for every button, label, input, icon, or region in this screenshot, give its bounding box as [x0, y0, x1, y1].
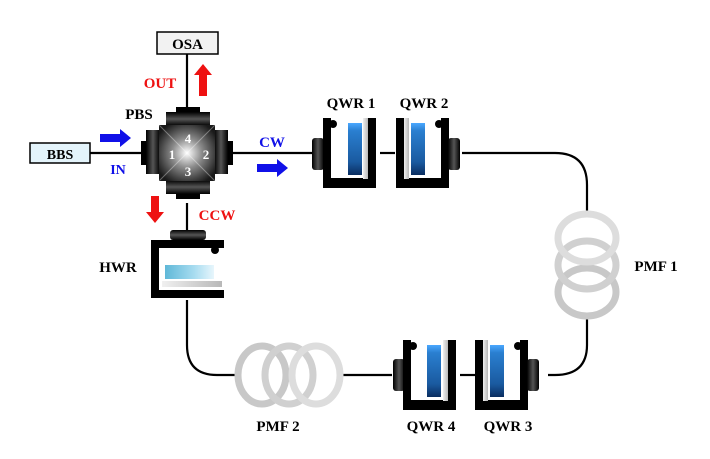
pmf1-label: PMF 1: [634, 259, 677, 275]
qwr1-waveplate: [312, 118, 376, 188]
in-arrow-icon: [100, 129, 131, 147]
bbs-box: BBS: [29, 142, 91, 164]
out-label: OUT: [144, 76, 177, 92]
cw-label: CW: [259, 135, 285, 151]
qwr3-label: QWR 3: [484, 419, 533, 435]
qwr1-label: QWR 1: [327, 96, 376, 112]
cw-arrow-icon: [257, 159, 288, 177]
osa-label: OSA: [172, 37, 203, 53]
pmf1-coil: [554, 210, 620, 320]
qwr2-label: QWR 2: [400, 96, 449, 112]
ccw-label: CCW: [199, 208, 236, 224]
hwr-waveplate: [151, 230, 224, 298]
fiber-pmf1-qwr3: [548, 316, 589, 377]
ccw-arrow-icon: [146, 196, 164, 223]
pbs-port-4: 4: [185, 131, 192, 146]
qwr2-waveplate: [396, 118, 460, 188]
bbs-label: BBS: [47, 148, 74, 163]
hwr-label: HWR: [99, 260, 137, 276]
pbs-label: PBS: [125, 107, 153, 123]
out-arrow-icon: [194, 64, 212, 96]
fiber-qwr2-pmf1: [462, 151, 589, 212]
pbs-port-3: 3: [185, 164, 192, 179]
qwr4-label: QWR 4: [407, 419, 456, 435]
qwr3-waveplate: [475, 340, 539, 410]
pmf2-label: PMF 2: [256, 419, 299, 435]
qwr4-waveplate: [393, 340, 456, 410]
pbs-port-2: 2: [203, 147, 210, 162]
pmf2-coil: [234, 342, 344, 408]
pbs-port-1: 1: [169, 147, 176, 162]
in-label: IN: [110, 163, 126, 178]
pbs-cube: 1 2 3 4: [141, 107, 233, 199]
fiber-pmf2-hwr: [185, 300, 236, 377]
osa-box: OSA: [156, 31, 219, 55]
fiber-paths: [90, 54, 589, 377]
